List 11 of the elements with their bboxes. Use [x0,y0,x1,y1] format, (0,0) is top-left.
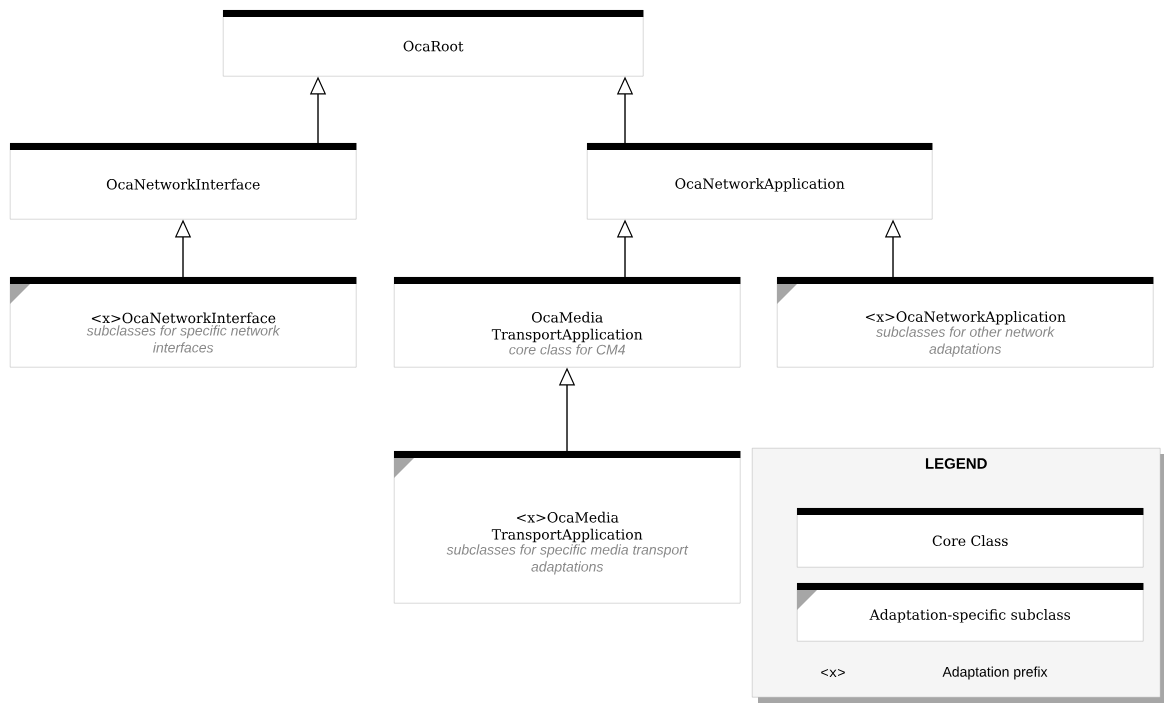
class-box: OcaMedia TransportApplication core class for CM4 [394,277,741,368]
class-box: Core Class [797,508,1144,568]
legend-text: <x> [821,668,845,678]
legend-text: Adaptation prefix [942,666,1048,680]
class-box: <x>OcaMedia TransportApplication subclasses for specific media transport adaptations [394,451,741,604]
class-box: OcaNetworkApplication [587,143,933,220]
class-box: Adaptation-specific subclass [797,583,1144,642]
class-box: <x>OcaNetworkApplication subclasses for other network adaptations [777,277,1154,368]
class-box: <x>OcaNetworkInterface subclasses for specific network interfaces [10,277,357,368]
class-box: OcaRoot [223,10,644,77]
class-box: OcaNetworkInterface [10,143,357,220]
